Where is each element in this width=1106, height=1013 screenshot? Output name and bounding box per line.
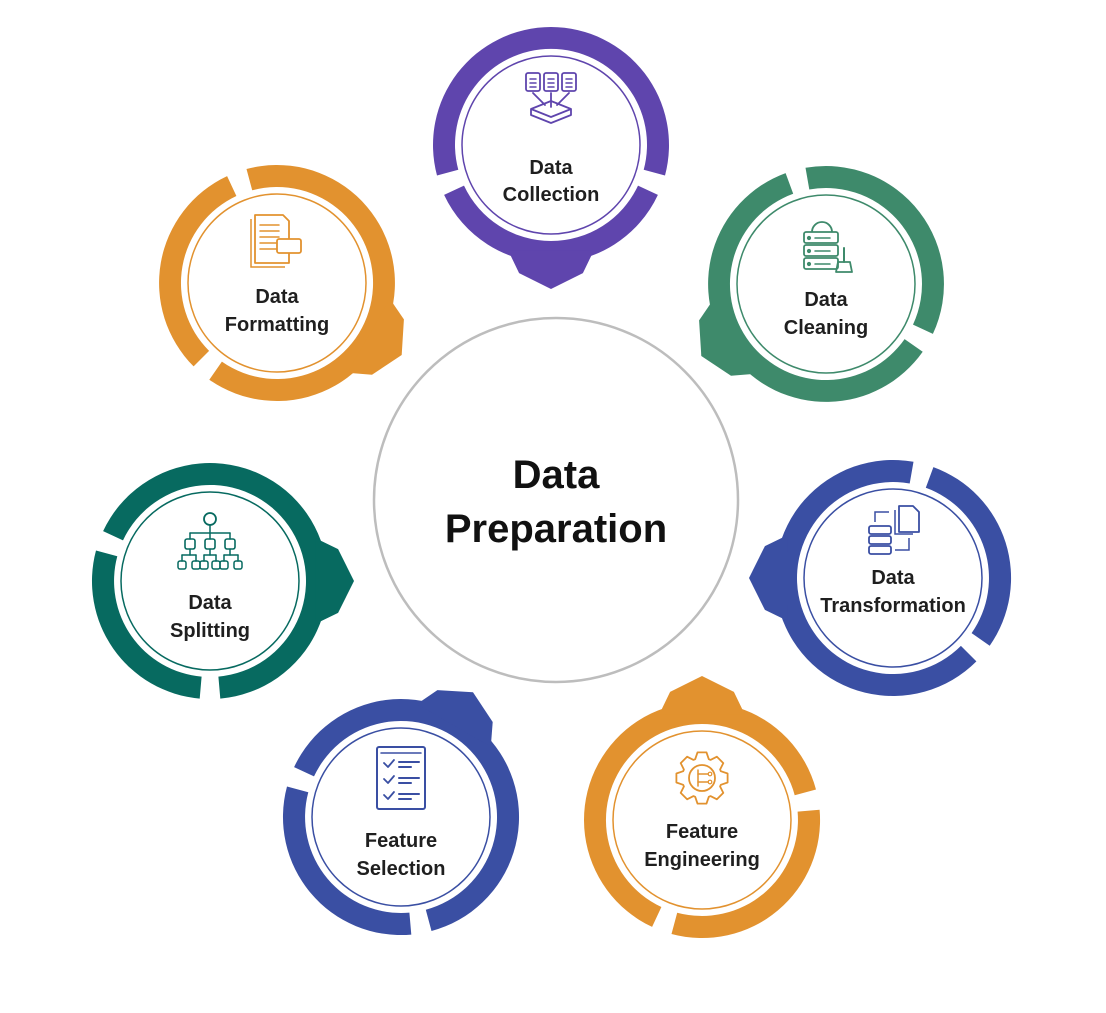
step-ring xyxy=(159,165,404,402)
ring-inner-outline xyxy=(461,55,641,235)
step-data-transformation: Data Transformation xyxy=(749,459,1012,696)
step-data-splitting: Data Splitting xyxy=(91,463,354,699)
step-feature-engineering: Feature Engineering xyxy=(584,676,821,939)
ring-inner-outline xyxy=(120,491,300,671)
step-label-line2: Splitting xyxy=(170,620,250,642)
ring-segment xyxy=(805,166,944,334)
step-data-cleaning: Data Cleaning xyxy=(699,166,944,402)
center-title-line1: Data xyxy=(513,453,600,497)
ring-inner-disc xyxy=(798,483,988,673)
step-label-line1: Data xyxy=(255,286,299,308)
ring-inner-outline xyxy=(187,193,367,373)
center-circle xyxy=(372,316,740,684)
ring-segment xyxy=(282,786,412,936)
ring-inner-disc xyxy=(456,50,646,240)
step-label-line1: Data xyxy=(529,157,573,179)
step-label-line1: Data xyxy=(871,567,915,589)
ring-inner-outline xyxy=(736,194,916,374)
gear-circuit-icon xyxy=(675,751,729,805)
step-ring xyxy=(91,463,354,699)
checklist-icon xyxy=(376,746,426,810)
ring-segment xyxy=(925,467,1012,646)
ring-inner-outline xyxy=(803,488,983,668)
ring-segment xyxy=(159,176,237,367)
step-label-line1: Feature xyxy=(666,821,738,843)
ring-inner-disc xyxy=(182,188,372,378)
step-data-formatting: Data Formatting xyxy=(159,165,404,402)
ring-segment xyxy=(209,165,395,402)
ring-inner-disc xyxy=(306,722,496,912)
step-label-line2: Cleaning xyxy=(784,317,868,339)
ring-pointer xyxy=(416,690,493,747)
step-label-line2: Collection xyxy=(503,184,600,206)
step-label-line1: Feature xyxy=(365,830,437,852)
ring-segment xyxy=(444,185,658,263)
step-label-line2: Engineering xyxy=(644,849,760,871)
ring-inner-disc xyxy=(607,725,797,915)
step-ring xyxy=(433,27,669,289)
server-to-document-icon xyxy=(868,505,920,555)
step-label-line2: Formatting xyxy=(225,314,329,336)
ring-inner-outline xyxy=(311,727,491,907)
ring-segment xyxy=(671,809,821,939)
step-label-line2: Selection xyxy=(357,858,446,880)
step-ring xyxy=(282,690,520,936)
document-format-icon xyxy=(250,214,302,268)
step-feature-selection: Feature Selection xyxy=(282,690,520,936)
ring-pointer xyxy=(347,298,404,375)
ring-segment xyxy=(433,27,669,176)
step-label-line2: Transformation xyxy=(820,595,966,617)
ring-pointer xyxy=(749,535,788,621)
server-broom-icon xyxy=(803,221,853,273)
ring-inner-disc xyxy=(115,486,305,676)
ring-pointer xyxy=(659,676,745,715)
step-label-line1: Data xyxy=(804,289,848,311)
ring-pointer xyxy=(699,299,756,376)
center-title-line2: Preparation xyxy=(445,507,667,551)
ring-pointer xyxy=(315,538,354,624)
step-data-collection: Data Collection xyxy=(433,27,669,289)
ring-pointer xyxy=(508,250,594,289)
step-label-line1: Data xyxy=(188,592,232,614)
ring-inner-disc xyxy=(731,189,921,379)
ring-inner-outline xyxy=(612,730,792,910)
step-ring xyxy=(699,166,944,402)
decision-tree-icon xyxy=(177,512,243,570)
step-ring xyxy=(584,676,821,939)
step-ring xyxy=(749,459,1012,696)
center-hub: Data Preparation xyxy=(372,316,740,684)
ring-segment xyxy=(774,459,977,696)
documents-into-tray-icon xyxy=(525,72,577,124)
ring-segment xyxy=(91,550,202,699)
